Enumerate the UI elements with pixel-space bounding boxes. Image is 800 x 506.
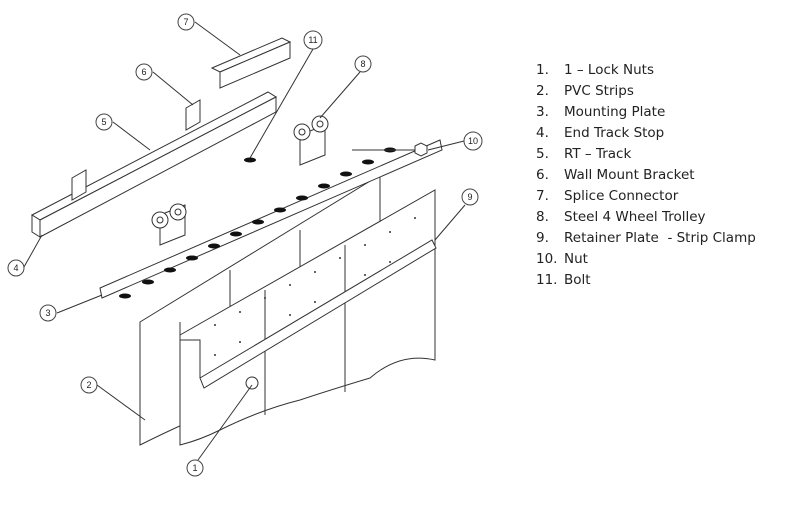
legend-item: 9.Retainer Plate - Strip Clamp — [536, 230, 756, 246]
legend-item: 2.PVC Strips — [536, 83, 634, 99]
svg-text:9: 9 — [467, 192, 472, 202]
wall-mount-brackets — [71, 99, 201, 201]
callout-10: 10 — [463, 131, 483, 151]
callout-2: 2 — [80, 376, 98, 394]
legend-item: 7.Splice Connector — [536, 188, 679, 204]
nut-and-bolt — [245, 142, 428, 390]
legend-item: 10.Nut — [536, 251, 588, 267]
callout-11: 11 — [303, 30, 323, 50]
legend-item: 1.1 – Lock Nuts — [536, 62, 654, 78]
callout-8: 8 — [354, 55, 372, 73]
trolley-right — [293, 115, 329, 166]
legend-item: 6.Wall Mount Bracket — [536, 167, 695, 183]
svg-text:2: 2 — [86, 380, 91, 390]
svg-text:1: 1 — [192, 463, 197, 473]
callout-7: 7 — [177, 13, 195, 31]
svg-text:5: 5 — [101, 117, 106, 127]
svg-text:11: 11 — [308, 35, 317, 45]
legend-item: 5.RT – Track — [536, 146, 632, 162]
svg-text:4: 4 — [13, 263, 18, 273]
mounting-plate — [99, 139, 443, 299]
legend-item: 3.Mounting Plate — [536, 104, 666, 120]
splice-connector — [210, 37, 292, 89]
legend-item: 11.Bolt — [536, 272, 591, 288]
parts-legend: 1.1 – Lock Nuts 2.PVC Strips 3.Mounting … — [536, 60, 756, 291]
callout-3: 3 — [39, 304, 57, 322]
callout-9: 9 — [461, 188, 479, 206]
callout-6: 6 — [135, 63, 153, 81]
retainer-plate — [179, 239, 437, 389]
trolley-left — [151, 203, 187, 246]
svg-text:3: 3 — [45, 308, 50, 318]
callout-5: 5 — [95, 113, 113, 131]
callout-1: 1 — [186, 459, 204, 477]
svg-text:8: 8 — [360, 59, 365, 69]
legend-item: 4.End Track Stop — [536, 125, 665, 141]
rt-track — [30, 91, 278, 238]
legend-item: 8.Steel 4 Wheel Trolley — [536, 209, 706, 225]
svg-text:10: 10 — [468, 136, 478, 146]
callout-4: 4 — [7, 259, 25, 277]
svg-text:6: 6 — [141, 67, 146, 77]
svg-text:7: 7 — [183, 17, 188, 27]
